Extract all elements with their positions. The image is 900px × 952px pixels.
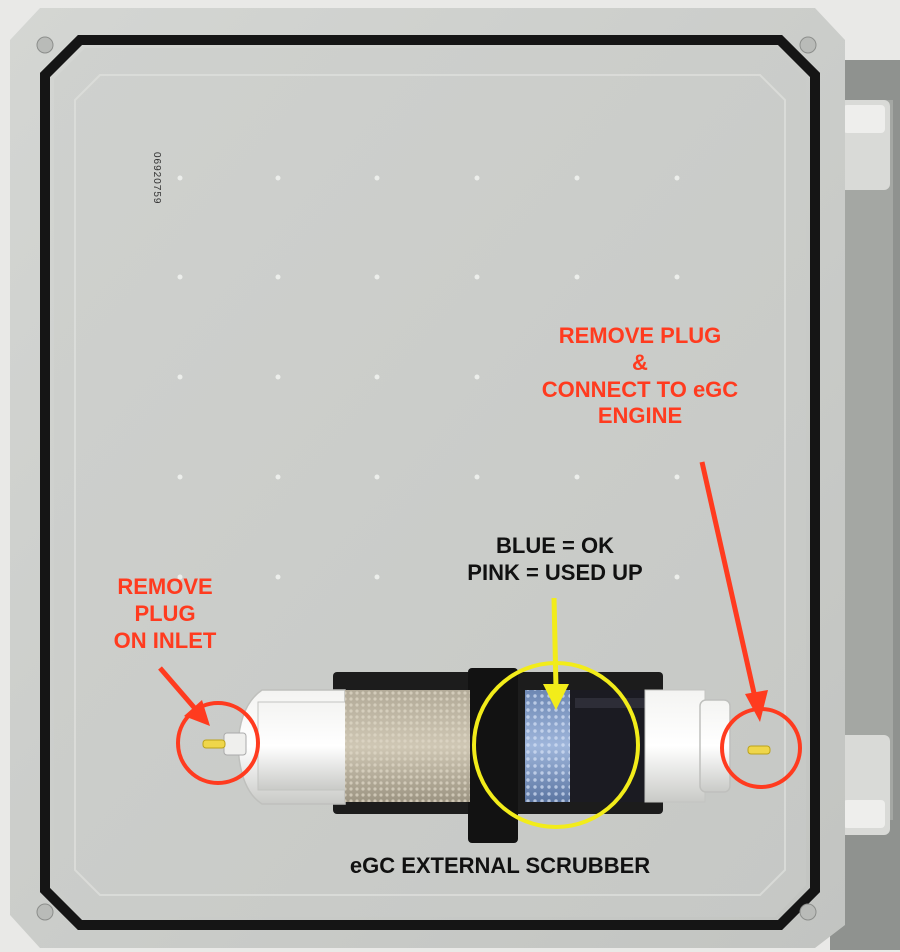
door-screws <box>36 36 817 921</box>
indicator-arrow <box>543 597 569 710</box>
right-plug-line-2: & <box>632 349 648 375</box>
right-plug-instruction: REMOVE PLUG & CONNECT TO eGC ENGINE <box>520 323 760 430</box>
left-plug-line-1: REMOVE <box>117 574 213 599</box>
bottom-hinge <box>838 735 890 835</box>
top-hinge <box>838 100 890 190</box>
enclosure-side <box>838 100 893 820</box>
status-legend: BLUE = OK PINK = USED UP <box>430 533 680 587</box>
mounting-dots <box>177 175 680 580</box>
left-plug-line-3: ON INLET <box>113 627 217 653</box>
status-used-up: PINK = USED UP <box>467 559 643 585</box>
inlet-arrow <box>158 666 210 726</box>
right-plug-line-3: CONNECT TO eGC <box>541 376 739 402</box>
left-plug-instruction: REMOVE PLUG ON INLET <box>80 574 250 654</box>
door-gasket <box>40 35 820 930</box>
serial-number: 06920759 <box>151 152 162 205</box>
right-plug-line-4: ENGINE <box>597 403 683 429</box>
scrubber-caption: eGC EXTERNAL SCRUBBER <box>349 853 651 878</box>
outlet-arrow <box>699 461 768 722</box>
left-plug-line-2: PLUG <box>134 600 196 626</box>
inlet-plug-circle <box>176 701 260 785</box>
scrubber-cartridge <box>202 689 771 805</box>
right-plug-line-1: REMOVE PLUG <box>558 323 722 348</box>
status-ok: BLUE = OK <box>496 533 614 558</box>
